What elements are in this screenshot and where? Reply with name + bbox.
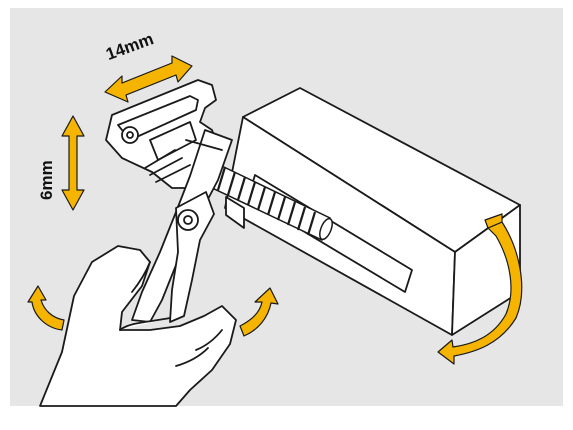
pliers-head [105,79,221,189]
pliers-handles [131,129,233,323]
height-dimension-label: 6mm [37,160,56,200]
rotation-arrow-box [437,213,523,365]
rotation-arrow-right [239,287,279,337]
rotation-arrow-left [27,285,65,331]
hand [39,245,237,407]
dimension-arrow-14mm [104,55,193,103]
dimension-arrow-6mm [61,115,85,211]
